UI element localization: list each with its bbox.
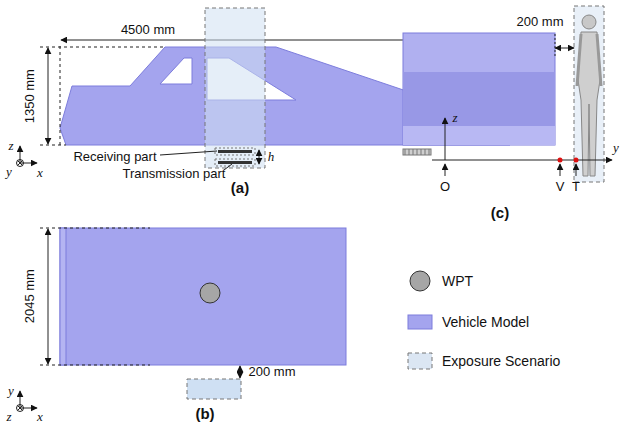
point-t [574, 158, 579, 163]
dimension: 1350 mm [23, 69, 37, 123]
dimension: 4500 mm [121, 23, 175, 37]
axis-label: z [8, 139, 13, 153]
human-model [574, 6, 604, 182]
axes-c [432, 34, 612, 176]
legend-swatch [407, 348, 433, 374]
axis-label: z [452, 111, 457, 125]
legend-swatch [407, 268, 433, 294]
axis-label: x [37, 410, 43, 424]
legend-text: Vehicle Model [442, 314, 529, 330]
point-label: T [572, 180, 580, 194]
exposure-band [205, 8, 265, 168]
dimension: 200 mm [249, 365, 296, 379]
point-label: V [556, 180, 565, 194]
axes-b [17, 391, 38, 412]
axis-label: y [8, 384, 14, 398]
dimension: h [268, 150, 275, 164]
part-name: Receiving part [73, 150, 156, 164]
dimension: 2045 mm [23, 269, 37, 323]
dimension-lines-b [40, 228, 240, 378]
panel-label: (c) [491, 205, 509, 222]
axis-label: x [37, 166, 43, 180]
point-label: O [440, 180, 450, 194]
panel-label: (b) [195, 406, 214, 423]
legend-text: Exposure Scenario [442, 353, 560, 369]
part-name: Transmission part [123, 167, 226, 181]
dimension: 200 mm [517, 15, 564, 29]
point-v [558, 158, 563, 163]
vehicle-top [60, 228, 346, 365]
vehicle-front [403, 33, 555, 155]
legend-swatch [407, 309, 433, 335]
exposure-area [187, 379, 241, 399]
axis-label: y [6, 165, 12, 179]
axis-label: y [613, 141, 619, 155]
axis-label: z [6, 410, 11, 424]
panel-label: (a) [231, 180, 249, 197]
axes-a [17, 146, 38, 167]
legend-text: WPT [442, 273, 473, 289]
